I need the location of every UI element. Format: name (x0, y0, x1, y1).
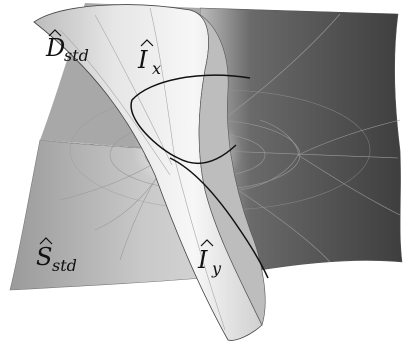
svg-text:I: I (197, 246, 208, 274)
sheet-fold (189, 9, 266, 326)
intersection-curves (130, 74, 269, 279)
svg-text:I: I (137, 46, 148, 74)
svg-text:x: x (152, 59, 161, 78)
curve-i-x (130, 74, 251, 165)
svg-text:D: D (45, 34, 65, 62)
svg-text:S: S (36, 243, 52, 271)
svg-text:y: y (211, 259, 222, 278)
svg-text:std: std (64, 46, 89, 65)
label-i-y: I y (197, 239, 222, 278)
curve-i-y (169, 157, 269, 279)
label-s-std: S std (36, 237, 77, 275)
sheet-grid (59, 7, 226, 331)
label-i-x: I x (137, 39, 161, 78)
svg-text:std: std (52, 256, 77, 275)
label-d-std: D std (45, 29, 89, 65)
